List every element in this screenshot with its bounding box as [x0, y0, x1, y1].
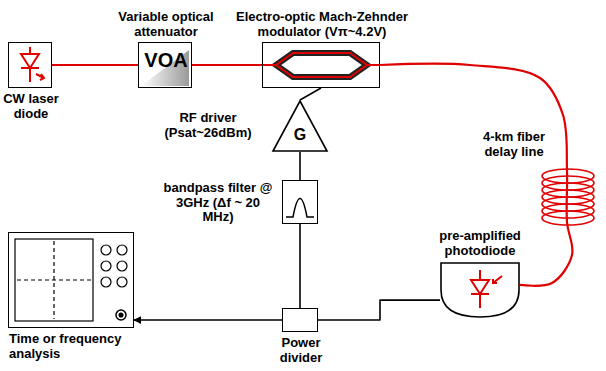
- oscilloscope-knobs: [101, 245, 111, 255]
- bandpass-curve: [286, 199, 314, 218]
- optical-fiber: [192, 64, 262, 66]
- mzm-waveguide: [276, 53, 367, 77]
- optical-fiber: [52, 64, 138, 66]
- diode-triangle: [471, 280, 489, 294]
- mzm-waveguide: [276, 53, 367, 77]
- rf-wire: [134, 319, 282, 321]
- light-arrow: [493, 276, 502, 283]
- divider-box: Power divider: [282, 308, 318, 332]
- oscilloscope-knobs: [117, 277, 127, 287]
- box-label: pre-amplified photodiode: [418, 229, 542, 259]
- oscilloscope-knobs: [101, 261, 111, 271]
- box-label: bandpass filter @ 3GHz (Δf ~ 20 MHz): [159, 181, 277, 226]
- laser-box: CW laser diode: [8, 42, 52, 88]
- oscilloscope-input: [119, 313, 123, 317]
- oscilloscope-knobs: [117, 261, 127, 271]
- bandpass-curve: [286, 199, 314, 218]
- laser-diode-symbol: [36, 74, 44, 80]
- photodiode-outline: [440, 262, 520, 318]
- mzm-waveguide: [262, 64, 380, 66]
- mzm-waveguide: [262, 53, 380, 77]
- laser-diode-symbol: [21, 67, 39, 69]
- oscilloscope-input: [116, 310, 126, 320]
- filter-box: bandpass filter @ 3GHz (Δf ~ 20 MHz): [282, 180, 318, 224]
- attenuator-box: Variable optical attenuatorVOA: [138, 42, 192, 88]
- diode-bar: [471, 293, 489, 295]
- oscilloscope-knobs: [101, 245, 127, 287]
- box-label: Electro-optic Mach-Zehnder modulator (Vπ…: [222, 10, 422, 40]
- oscilloscope-screen: [17, 279, 91, 280]
- box-label: CW laser diode: [0, 92, 68, 122]
- box-label: Power divider: [265, 336, 337, 366]
- amplifier-outline: [273, 101, 327, 151]
- amplifier-triangle: RF driver (Psat~26dBm)G: [272, 100, 328, 152]
- oscilloscope-input: [116, 310, 126, 320]
- oscilloscope-screen: [15, 239, 93, 321]
- oscilloscope-screen: [15, 239, 93, 321]
- rf-wire: [318, 300, 440, 320]
- optical-fiber: [380, 64, 573, 286]
- laser-diode-symbol: [21, 54, 39, 68]
- box-label: Time or frequency analysis: [9, 332, 159, 362]
- photodiode-box: pre-amplified photodiode: [440, 262, 520, 318]
- oscilloscope-box: Time or frequency analysis: [8, 232, 134, 328]
- oscilloscope-knobs: [117, 245, 127, 255]
- box-label: RF driver (Psat~26dBm): [152, 111, 264, 141]
- box-label: Variable optical attenuator: [110, 10, 222, 40]
- photodiode-symbol: [471, 270, 502, 308]
- rf-wire: [299, 152, 301, 180]
- rf-wire: [299, 224, 301, 308]
- oscilloscope-knobs: [101, 277, 111, 287]
- photodiode-outline: [441, 263, 519, 317]
- modulator-box: Electro-optic Mach-Zehnder modulator (Vπ…: [262, 42, 380, 88]
- box-text: G: [294, 126, 306, 144]
- box-text: VOA: [144, 49, 187, 72]
- laser-diode-symbol: [21, 47, 44, 82]
- rf-wire: [300, 88, 321, 100]
- fiber-label: 4-km fiber delay line: [468, 130, 560, 160]
